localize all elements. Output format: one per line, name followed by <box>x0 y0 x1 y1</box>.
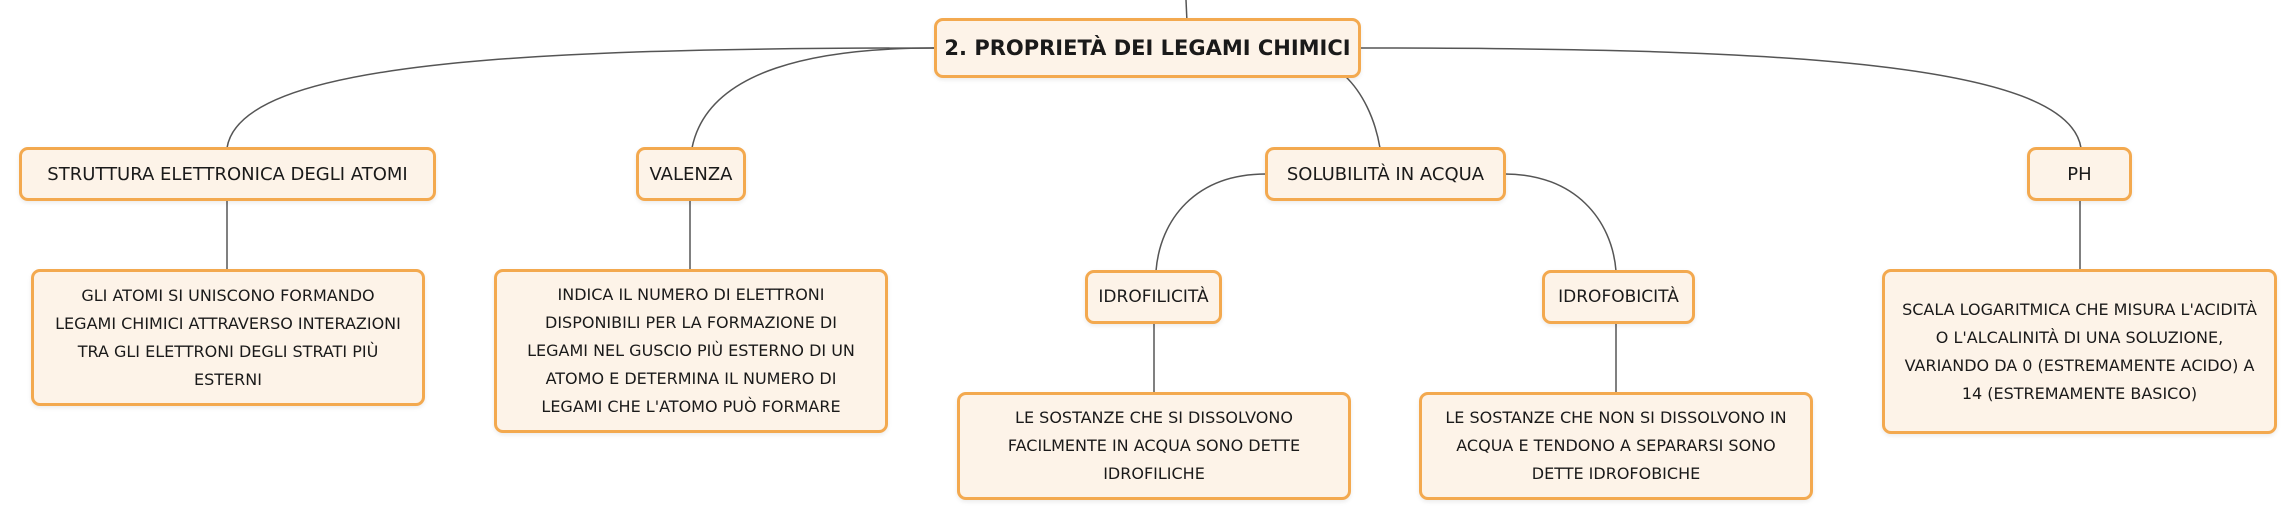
topic-label: VALENZA <box>649 163 733 185</box>
topic-struttura-elettronica[interactable]: STRUTTURA ELETTRONICA DEGLI ATOMI <box>19 147 436 201</box>
topic-valenza[interactable]: VALENZA <box>636 147 746 201</box>
desc-text: GLI ATOMI SI UNISCONO FORMANDO LEGAMI CH… <box>55 285 401 389</box>
topic-solubilita-in-acqua[interactable]: SOLUBILITÀ IN ACQUA <box>1265 147 1506 201</box>
connector-solubilita-idrofilicita <box>1155 173 1267 272</box>
subtopic-idrofobicita[interactable]: IDROFOBICITÀ <box>1542 270 1695 324</box>
desc-struttura-elettronica[interactable]: GLI ATOMI SI UNISCONO FORMANDO LEGAMI CH… <box>31 269 425 406</box>
topic-label: STRUTTURA ELETTRONICA DEGLI ATOMI <box>47 163 408 185</box>
connector-root-struttura <box>226 47 935 149</box>
subtopic-label: IDROFILICITÀ <box>1098 287 1209 307</box>
subtopic-idrofilicita[interactable]: IDROFILICITÀ <box>1085 270 1222 324</box>
desc-valenza[interactable]: INDICA IL NUMERO DI ELETTRONI DISPONIBIL… <box>494 269 888 433</box>
topic-label: PH <box>2067 163 2092 185</box>
subtopic-label: IDROFOBICITÀ <box>1558 287 1679 307</box>
connector-solubilita-idrofobicita <box>1504 173 1617 272</box>
desc-idrofilicita[interactable]: LE SOSTANZE CHE SI DISSOLVONO FACILMENTE… <box>957 392 1351 500</box>
topic-ph[interactable]: PH <box>2027 147 2132 201</box>
connector-root-valenza <box>691 47 935 149</box>
desc-text: LE SOSTANZE CHE SI DISSOLVONO FACILMENTE… <box>1007 408 1301 483</box>
desc-text: LE SOSTANZE CHE NON SI DISSOLVONO IN ACQ… <box>1445 408 1787 483</box>
connector-root-ph <box>1360 47 2082 149</box>
desc-ph[interactable]: SCALA LOGARITMICA CHE MISURA L'ACIDITÀ O… <box>1882 269 2277 434</box>
connector-root-solubilita <box>1344 75 1381 149</box>
topic-label: SOLUBILITÀ IN ACQUA <box>1286 163 1485 185</box>
desc-text: SCALA LOGARITMICA CHE MISURA L'ACIDITÀ O… <box>1902 299 2257 403</box>
root-label: 2. PROPRIETÀ DEI LEGAMI CHIMICI <box>944 36 1351 60</box>
desc-idrofobicita[interactable]: LE SOSTANZE CHE NON SI DISSOLVONO IN ACQ… <box>1419 392 1813 500</box>
desc-text: INDICA IL NUMERO DI ELETTRONI DISPONIBIL… <box>527 285 855 416</box>
root-node[interactable]: 2. PROPRIETÀ DEI LEGAMI CHIMICI <box>934 18 1361 78</box>
